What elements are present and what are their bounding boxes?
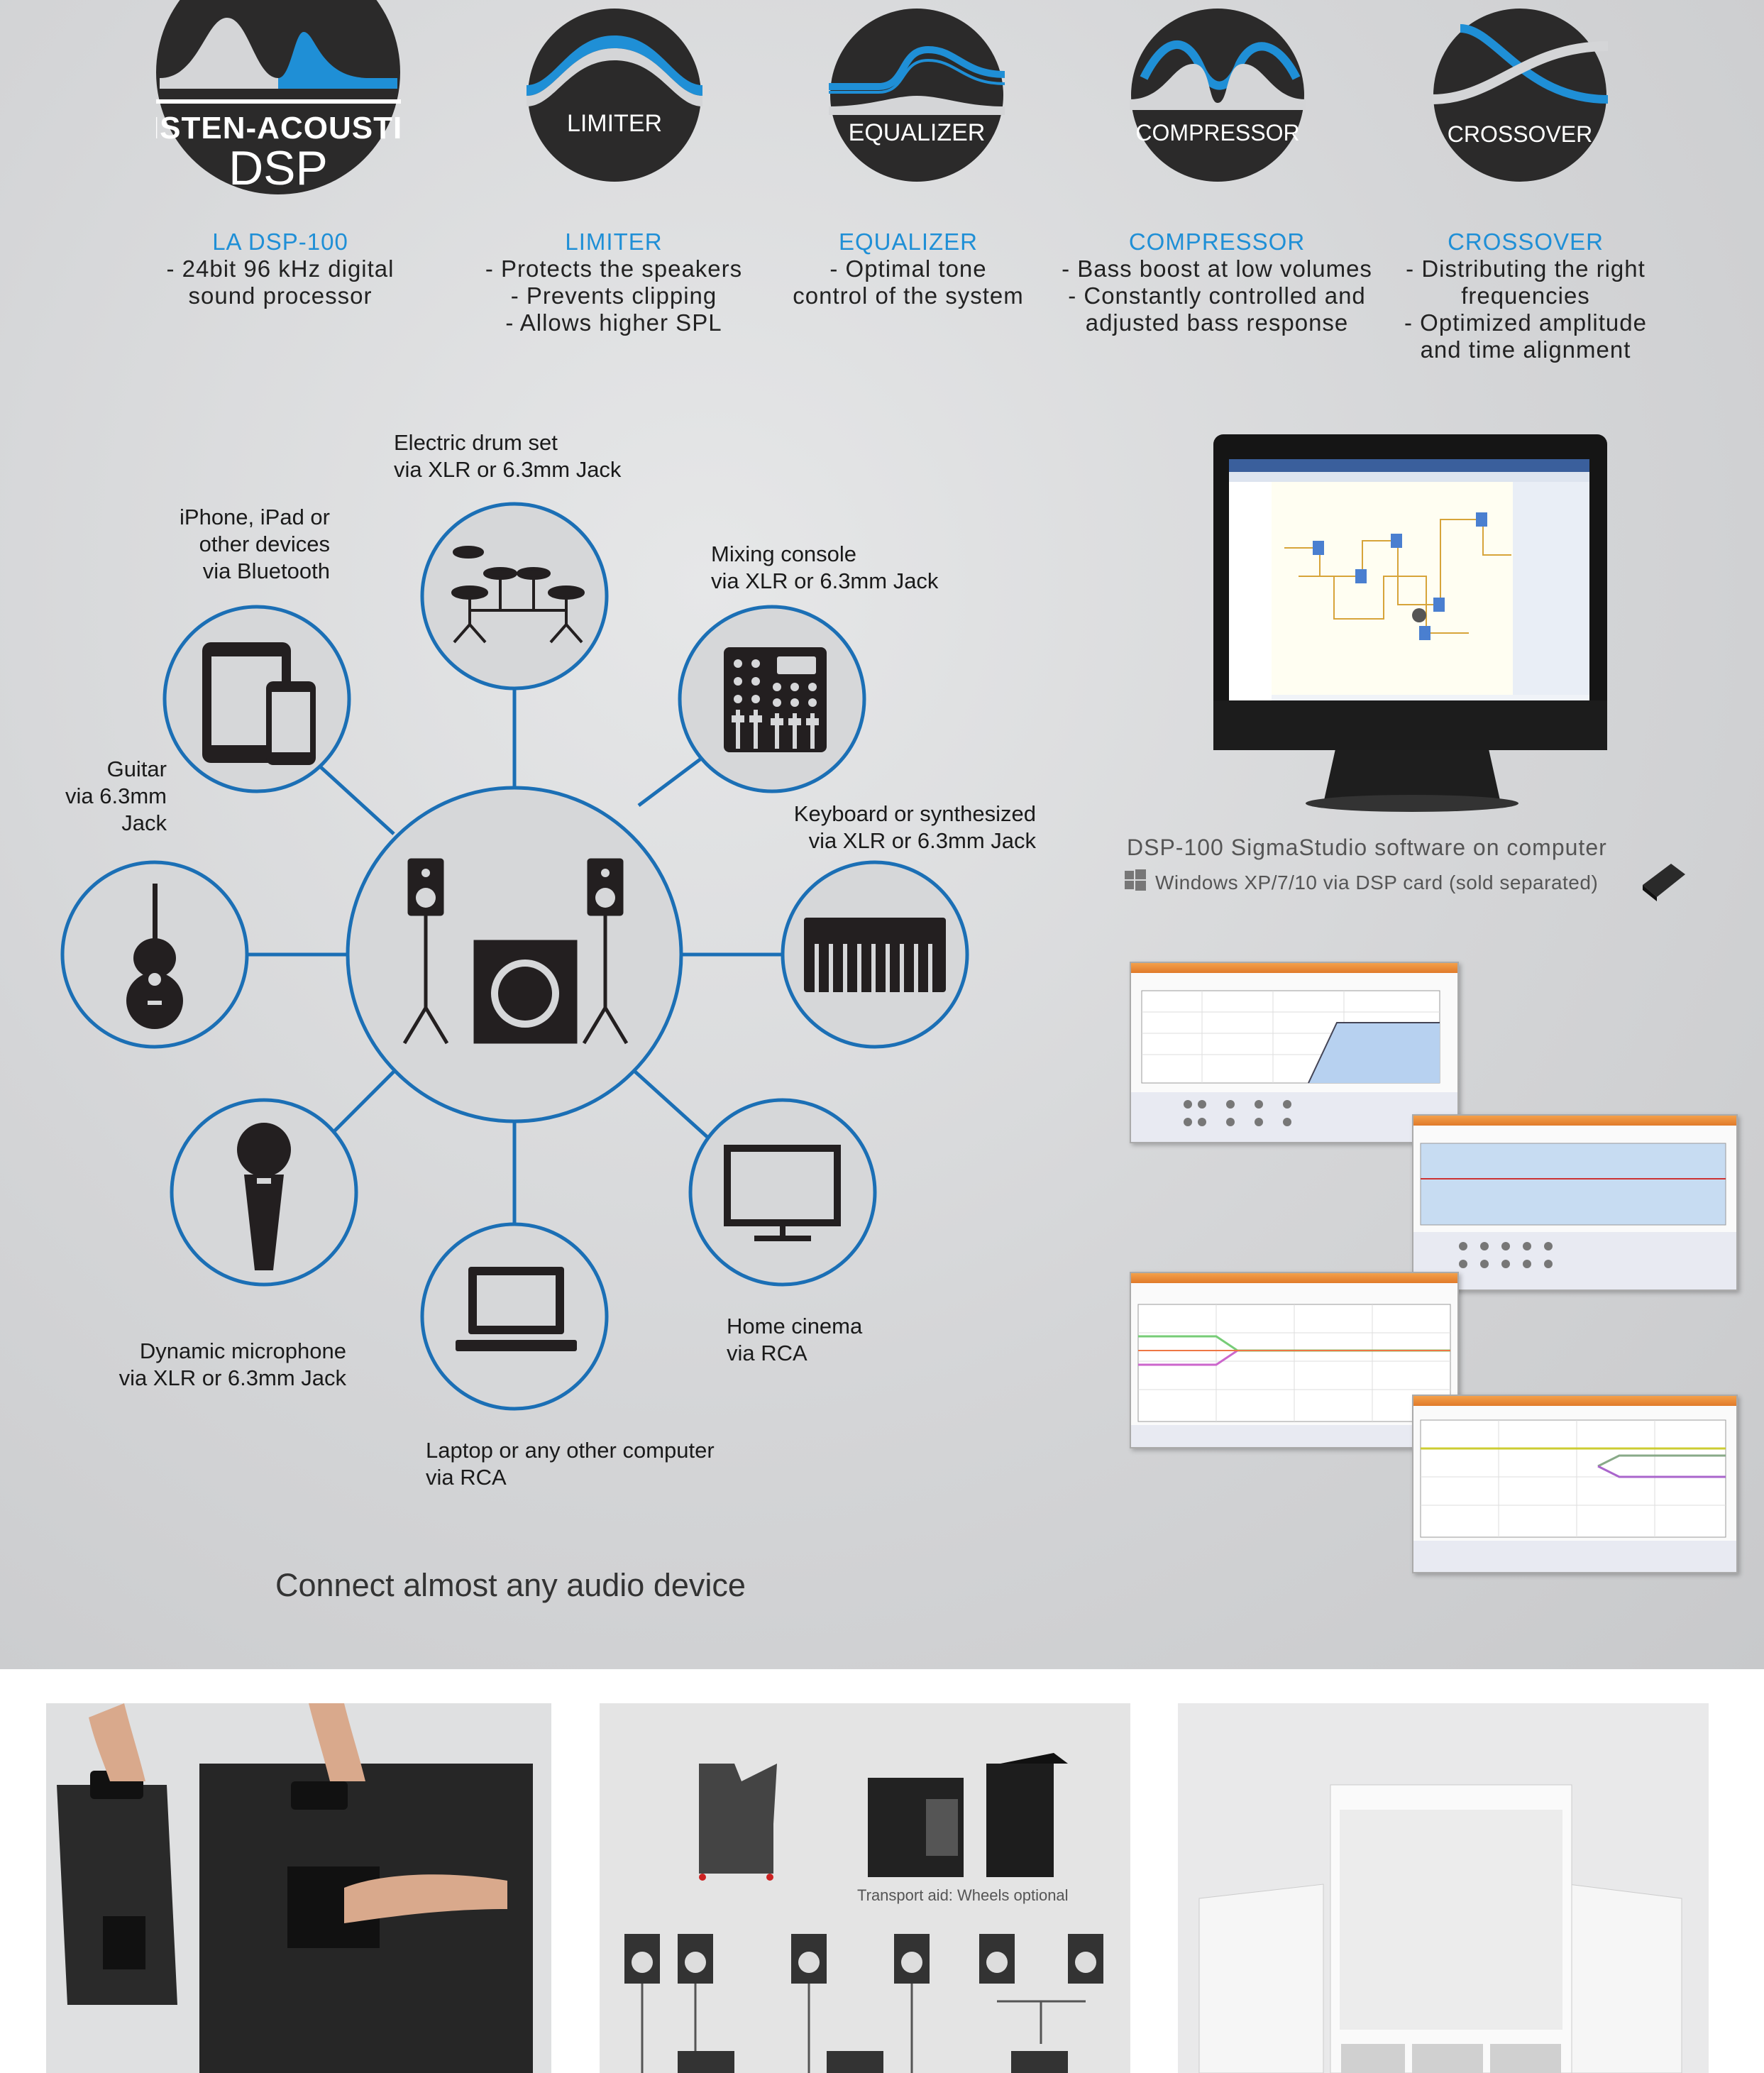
- dsp-logo-line2: DSP: [228, 141, 328, 195]
- label-line: via 6.3mm: [65, 783, 167, 808]
- crossover-badge-label: CROSSOVER: [1448, 121, 1592, 147]
- limiter-badge: LIMITER: [527, 9, 702, 182]
- drum-label: Electric drum set via XLR or 6.3mm Jack: [394, 429, 621, 483]
- feature-title: EQUALIZER: [838, 229, 979, 255]
- feature-line: - Prevents clipping: [510, 282, 717, 309]
- laptop-icon: [456, 1267, 577, 1351]
- label-line: other devices: [199, 532, 330, 556]
- monitor-image: [1213, 434, 1607, 812]
- feature-title: LIMITER: [565, 229, 663, 255]
- software-caption: DSP-100 SigmaStudio software on computer: [1127, 835, 1607, 860]
- compressor-badge: COMPRESSOR: [1130, 9, 1306, 182]
- setup-photo: [600, 1703, 1130, 2073]
- label-line: Dynamic microphone: [139, 1338, 346, 1363]
- crossover-badge: CROSSOVER: [1432, 9, 1608, 182]
- feature-dsp: LA DSP-100 - 24bit 96 kHz digital sound …: [135, 229, 426, 309]
- label-line: via RCA: [426, 1465, 507, 1490]
- crossover-screenshot-2: [1412, 1395, 1738, 1573]
- feature-line: control of the system: [793, 282, 1024, 309]
- keyboard-icon: [804, 918, 946, 992]
- feature-title: COMPRESSOR: [1128, 229, 1306, 255]
- connection-diagram: [60, 502, 969, 1411]
- feature-limiter: LIMITER - Protects the speakers - Preven…: [461, 229, 766, 336]
- equalizer-badge: EQUALIZER: [829, 9, 1005, 182]
- white-speakers-photo: [1178, 1703, 1709, 2073]
- feature-line: frequencies: [1461, 282, 1590, 309]
- eq-screenshot-2: [1412, 1114, 1738, 1291]
- feature-title: CROSSOVER: [1448, 229, 1604, 255]
- feature-line: - Protects the speakers: [485, 255, 743, 282]
- feature-line: - Allows higher SPL: [505, 309, 722, 336]
- laptop-label: Laptop or any other computer via RCA: [426, 1437, 715, 1491]
- equalizer-badge-label: EQUALIZER: [849, 119, 986, 146]
- label-line: Jack: [121, 810, 167, 835]
- mixer-label: Mixing console via XLR or 6.3mm Jack: [711, 541, 938, 595]
- label-line: Guitar: [106, 757, 167, 781]
- microphone-icon: [237, 1123, 291, 1270]
- drum-set-icon: [451, 546, 585, 644]
- tablet-phone-icon: [202, 642, 316, 765]
- connect-caption: Connect almost any audio device: [275, 1567, 746, 1603]
- crossover-screenshot-1: [1130, 1272, 1459, 1448]
- label-line: via XLR or 6.3mm Jack: [118, 1365, 346, 1390]
- feature-line: - Bass boost at low volumes: [1062, 255, 1372, 282]
- mic-label: Dynamic microphone via XLR or 6.3mm Jack: [71, 1338, 346, 1392]
- mixing-console-icon: [724, 647, 827, 752]
- feature-line: - Distributing the right: [1406, 255, 1646, 282]
- compressor-badge-label: COMPRESSOR: [1135, 120, 1299, 145]
- tv-icon: [724, 1145, 841, 1241]
- handles-photo: [46, 1703, 551, 2073]
- feature-line: - 24bit 96 kHz digital: [166, 255, 395, 282]
- pa-system-icon: [402, 858, 629, 1045]
- dsp-card-icon: [1643, 864, 1685, 901]
- label-line: via Bluetooth: [202, 559, 330, 583]
- label-line: Keyboard or synthesized: [793, 801, 1036, 826]
- feature-line: sound processor: [188, 282, 373, 309]
- dsp-logo-badge: LISTEN-ACOUSTIC DSP: [156, 0, 401, 195]
- dsp-logo-line1: LISTEN-ACOUSTIC: [156, 111, 401, 145]
- label-line: via XLR or 6.3mm Jack: [394, 457, 622, 482]
- eq-screenshot-1: [1130, 962, 1459, 1143]
- feature-line: and time alignment: [1420, 336, 1631, 363]
- feature-line: - Constantly controlled and: [1068, 282, 1366, 309]
- label-line: iPhone, iPad or: [180, 505, 330, 529]
- feature-compressor: COMPRESSOR - Bass boost at low volumes -…: [1050, 229, 1384, 336]
- top-panel: [0, 0, 1764, 1669]
- windows-caption: Windows XP/7/10 via DSP card (sold separ…: [1155, 871, 1599, 893]
- windows-logo-icon: [1125, 869, 1146, 891]
- feature-equalizer: EQUALIZER - Optimal tone control of the …: [781, 229, 1036, 309]
- label-line: via RCA: [727, 1341, 807, 1365]
- label-line: Laptop or any other computer: [426, 1438, 715, 1463]
- label-line: Home cinema: [727, 1314, 863, 1338]
- tablet-label: iPhone, iPad or other devices via Blueto…: [128, 504, 330, 585]
- feature-title: LA DSP-100: [212, 229, 348, 255]
- feature-line: - Optimized amplitude: [1404, 309, 1647, 336]
- label-line: via XLR or 6.3mm Jack: [711, 568, 939, 593]
- label-line: Mixing console: [711, 541, 857, 566]
- guitar-icon: [126, 884, 183, 1029]
- keyboard-label: Keyboard or synthesized via XLR or 6.3mm…: [738, 801, 1036, 854]
- feature-line: - Optimal tone: [829, 255, 987, 282]
- feature-crossover: CROSSOVER - Distributing the right frequ…: [1373, 229, 1678, 363]
- transport-caption: Transport aid: Wheels optional: [857, 1886, 1069, 1904]
- limiter-badge-label: LIMITER: [567, 110, 662, 137]
- guitar-label: Guitar via 6.3mm Jack: [28, 756, 167, 837]
- label-line: Electric drum set: [394, 430, 558, 455]
- cinema-label: Home cinema via RCA: [727, 1313, 862, 1367]
- label-line: via XLR or 6.3mm Jack: [808, 828, 1036, 853]
- feature-line: adjusted bass response: [1085, 309, 1349, 336]
